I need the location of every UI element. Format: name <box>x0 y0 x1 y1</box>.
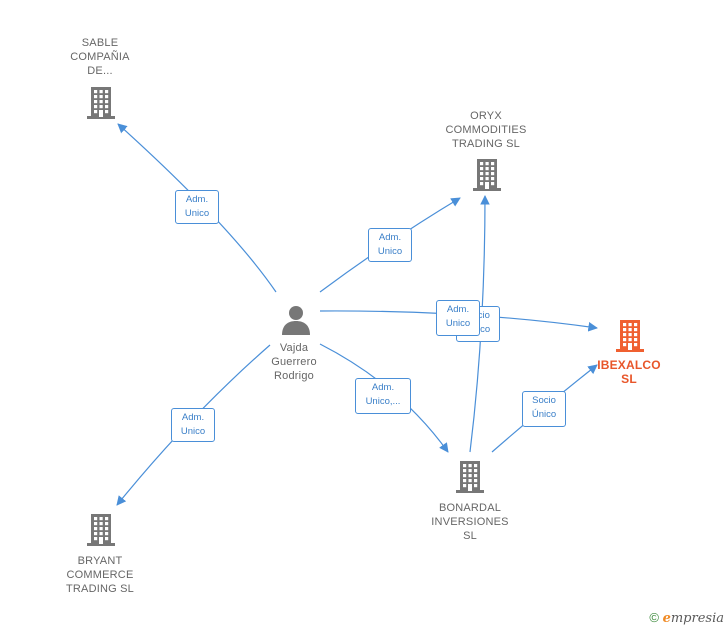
node-label-line: COMPAÑIA <box>70 51 130 63</box>
edge-label-line: Adm. <box>371 382 395 393</box>
brand-logo: empresia <box>662 611 724 626</box>
building-shape <box>456 461 484 493</box>
building-icon-highlight[interactable] <box>615 319 645 358</box>
brand-footer: © empresia <box>649 610 724 626</box>
node-label-line: IBEXALCO <box>597 358 661 372</box>
building-icon[interactable] <box>455 460 485 499</box>
edge-label-vajda-bryant[interactable]: Adm. Unico <box>171 408 215 442</box>
edge-label-vajda-oryx[interactable]: Adm. Unico <box>368 228 412 262</box>
edge-lines <box>116 123 598 506</box>
person-icon[interactable] <box>280 304 312 341</box>
node-label-bryant[interactable]: BRYANT COMMERCE TRADING SL <box>50 554 150 596</box>
node-label-line: ORYX <box>470 110 502 122</box>
building-icon[interactable] <box>472 158 502 197</box>
node-label-line: Vajda <box>279 342 309 354</box>
building-icon[interactable] <box>86 513 116 552</box>
edge-label-vajda-ibexalco[interactable]: Adm. Unico <box>436 300 480 336</box>
node-label-line: DE... <box>87 65 113 77</box>
building-shape <box>473 159 501 191</box>
person-shape <box>282 306 310 335</box>
edge-label-line: Unico,... <box>365 396 401 407</box>
node-label-line: SL <box>621 372 637 386</box>
node-label-line: SL <box>463 530 477 542</box>
node-label-oryx[interactable]: ORYX COMMODITIES TRADING SL <box>430 109 542 151</box>
node-label-line: BRYANT <box>77 555 123 567</box>
edge-label-line: Adm. <box>378 232 402 243</box>
edge-label-line: Unico <box>445 318 471 329</box>
building-icon[interactable] <box>86 86 116 125</box>
node-label-line: TRADING SL <box>451 138 520 150</box>
building-shape <box>87 514 115 546</box>
building-shape <box>616 320 644 352</box>
node-label-line: TRADING SL <box>65 583 134 595</box>
node-label-line: SABLE <box>81 37 119 49</box>
edge-label-line: Adm. <box>446 304 470 315</box>
copyright-symbol: © <box>649 610 659 625</box>
edge-label-line: Único <box>531 409 557 420</box>
edge-label-vajda-sable[interactable]: Adm. Unico <box>175 190 219 224</box>
edge-label-line: Unico <box>184 208 210 219</box>
edge-label-vajda-bonardal[interactable]: Adm. Unico,... <box>355 378 411 414</box>
edge-label-line: Adm. <box>185 194 209 205</box>
edge-label-line: Adm. <box>181 412 205 423</box>
edge-label-line: Unico <box>377 246 403 257</box>
node-label-line: COMMERCE <box>66 569 134 581</box>
edge-label-line: Unico <box>180 426 206 437</box>
edge-label-line: Socio <box>532 395 556 406</box>
node-label-line: COMMODITIES <box>445 124 527 136</box>
node-label-line: Guerrero <box>271 356 317 368</box>
node-label-line: INVERSIONES <box>431 516 509 528</box>
node-label-bonardal[interactable]: BONARDAL INVERSIONES SL <box>418 501 522 543</box>
node-label-line: BONARDAL <box>438 502 502 514</box>
building-shape <box>87 87 115 119</box>
node-label-sable[interactable]: SABLE COMPAÑIA DE... <box>50 36 150 78</box>
node-label-line: Rodrigo <box>274 370 314 382</box>
